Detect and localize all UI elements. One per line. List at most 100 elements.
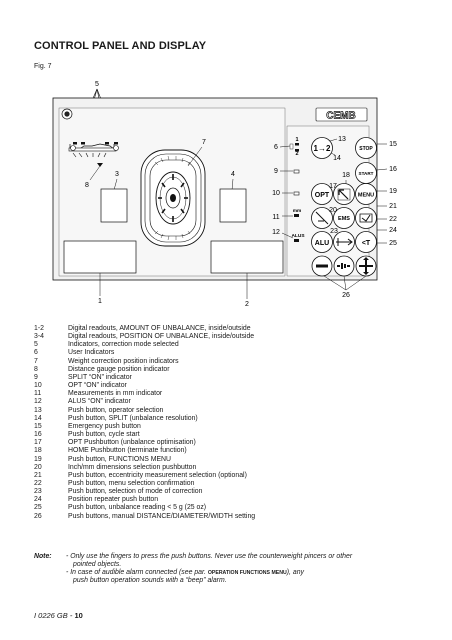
legend-number: 22: [34, 479, 42, 487]
legend-text: OPT “ON” indicator: [68, 382, 127, 390]
figure-label: Fig. 7: [34, 63, 52, 70]
legend-row: 26 Push buttons, manual DISTANCE/DIAMETER…: [34, 513, 434, 521]
legend-text: Push button, menu selection confirmation: [68, 479, 195, 487]
legend-text: Push button, SPLIT (unbalance resolution…: [68, 414, 198, 422]
legend-text: Inch/mm dimensions selection pushbutton: [68, 463, 197, 471]
callout-21: 21: [389, 203, 397, 210]
legend-number: 19: [34, 455, 42, 463]
menu-label: MENU: [358, 193, 374, 199]
callout-22: 22: [389, 216, 397, 223]
confirm-icon: [359, 213, 373, 223]
callout-24: 24: [389, 227, 397, 234]
legend-text: Emergency push button: [68, 422, 141, 430]
legend-number: 12: [34, 398, 42, 406]
less-than-threshold-button[interactable]: <T: [355, 231, 377, 253]
legend-number: 7: [34, 357, 38, 365]
ems-label: EMS: [338, 216, 350, 222]
legend-text: Push button, eccentricity measurement se…: [68, 471, 247, 479]
inch-mm-button[interactable]: [311, 207, 333, 229]
start-label: START: [359, 171, 374, 176]
legend-text: Indicators, correction mode selected: [68, 341, 179, 349]
legend-row: 23 Push button, selection of mode of corr…: [34, 488, 434, 496]
legend-number: 1-2: [34, 325, 44, 332]
home-arrow-icon: [338, 189, 349, 200]
callout-8: 8: [85, 182, 89, 189]
legend-text: Position repeater push button: [68, 496, 159, 504]
callout-16: 16: [389, 166, 397, 173]
legend-number: 23: [34, 488, 42, 496]
callout-1: 1: [98, 298, 102, 305]
legend-text: Push button, selection of mode of correc…: [68, 488, 203, 496]
legend-number: 15: [34, 422, 42, 430]
legend-number: 24: [34, 496, 42, 504]
legend-number: 17: [34, 439, 42, 447]
note-line-1: - Only use the fingers to press the push…: [66, 553, 353, 560]
decrease-button[interactable]: [311, 255, 333, 277]
stop-label: STOP: [359, 146, 373, 152]
legend-text: Push button, operator selection: [68, 406, 164, 414]
legend-row: 22 Push button, menu selection confirmati…: [34, 480, 434, 488]
callout-23: 23: [330, 228, 338, 235]
callout-3: 3: [115, 171, 119, 178]
callout-17: 17: [329, 183, 337, 190]
legend-number: 16: [34, 431, 42, 439]
brand-logo: CEMB: [315, 107, 368, 122]
page-title: CONTROL PANEL AND DISPLAY: [34, 40, 207, 52]
operator-select-button[interactable]: 1→2: [311, 137, 333, 159]
callout-6: 6: [274, 144, 278, 151]
inch-mm-icon: [315, 211, 329, 225]
note-reference: OPERATION FUNCTIONS MENU: [207, 570, 287, 577]
legend-text: Push button, FUNCTIONS MENU: [68, 455, 172, 463]
menu-button[interactable]: MENU: [355, 183, 377, 205]
stop-button[interactable]: STOP: [355, 137, 377, 159]
opt-button[interactable]: OPT: [311, 183, 333, 205]
mm-indicator-label: mm: [293, 209, 302, 214]
legend-number: 21: [34, 471, 42, 479]
menu-confirm-button[interactable]: [355, 207, 377, 229]
alu-button[interactable]: ALU: [311, 231, 333, 253]
legend-text: Push buttons, manual DISTANCE/DIAMETER/W…: [68, 512, 256, 520]
start-button[interactable]: START: [355, 162, 377, 184]
legend-text: Digital readouts, POSITION OF UNBALANCE,…: [68, 333, 255, 341]
legend-number: 11: [34, 390, 42, 398]
callout-5: 5: [95, 81, 99, 88]
callout-18: 18: [342, 172, 350, 179]
callout-26: 26: [342, 292, 350, 299]
page-number: 10: [74, 611, 83, 620]
legend-number: 26: [34, 512, 42, 520]
legend-text: Weight correction position indicators: [68, 357, 179, 365]
legend-number: 20: [34, 463, 42, 471]
legend-number: 5: [34, 341, 38, 349]
legend-number: 10: [34, 382, 42, 390]
callout-25: 25: [389, 240, 397, 247]
callout-10: 10: [272, 190, 280, 197]
distance-gauge-indicator: [97, 163, 103, 167]
doc-code: I 0226 GB -: [34, 611, 75, 620]
increase-button[interactable]: [355, 255, 377, 277]
logo-emblem: [61, 108, 73, 120]
home-button[interactable]: [333, 183, 355, 205]
dimension-icon: [337, 263, 350, 269]
position-repeater-button[interactable]: [333, 231, 355, 253]
operator-select-label: 1→2: [314, 144, 331, 153]
callout-12: 12: [272, 229, 280, 236]
repeater-arrow-icon: [336, 238, 353, 246]
ems-button[interactable]: EMS: [333, 207, 355, 229]
minus-icon: [316, 264, 328, 268]
user-indicators: 1 2: [289, 137, 299, 157]
callout-2: 2: [245, 301, 249, 308]
position-readout-outside: [219, 188, 247, 223]
legend-text: SPLIT “ON” indicator: [68, 373, 132, 381]
callout-19: 19: [389, 188, 397, 195]
alus-indicator: [294, 239, 299, 242]
legend-text: ALUS “ON” indicator: [68, 398, 131, 406]
dimension-select-button[interactable]: [333, 255, 355, 277]
